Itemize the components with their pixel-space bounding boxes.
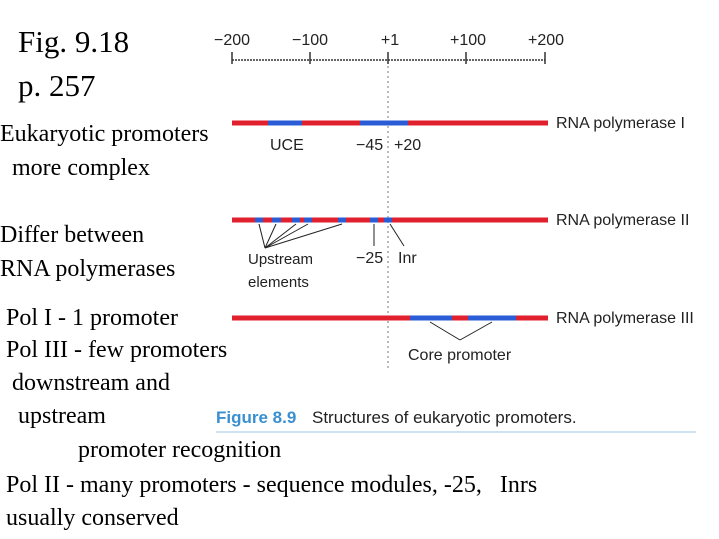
- pointer-line: [459, 321, 493, 341]
- track-rna-polymerase-1: RNA polymerase I UCE −45 +20: [232, 115, 685, 154]
- note-line: Differ between: [0, 222, 145, 248]
- track-rna-polymerase-3: RNA polymerase III Core promoter: [232, 310, 694, 364]
- note-line: more complex: [0, 155, 150, 181]
- caption-number: Figure 8.9: [216, 408, 296, 427]
- note-line: Pol I - 1 promoter: [6, 305, 178, 331]
- pointer-line: [258, 223, 266, 249]
- element-label: −25: [356, 250, 383, 267]
- element-label: −45: [356, 137, 383, 154]
- note-line: RNA polymerases: [0, 256, 176, 282]
- pointer-line: [264, 223, 309, 249]
- note-line: Pol II - many promoters - sequence modul…: [6, 472, 538, 498]
- note-line: usually conserved: [6, 505, 179, 531]
- caption-text: Structures of eukaryotic promoters.: [312, 408, 577, 427]
- element-label: Upstream: [248, 251, 313, 268]
- polymerase-label: RNA polymerase III: [556, 310, 694, 327]
- note-line: promoter recognition: [78, 437, 282, 463]
- track-rna-polymerase-2: RNA polymerase II Upstream elements −25 …: [232, 212, 689, 291]
- scale-tick-label: +200: [528, 32, 564, 49]
- pointer-line: [264, 223, 277, 249]
- element-label: elements: [248, 274, 309, 291]
- scale-tick-label: +100: [450, 32, 486, 49]
- element-label: +20: [394, 137, 421, 154]
- note-line: upstream: [6, 403, 106, 429]
- scale-tick-label: +1: [381, 32, 399, 49]
- pointer-line: [264, 223, 343, 249]
- figure-reference-line-1: Fig. 9.18: [18, 24, 130, 59]
- pointer-line: [389, 223, 405, 247]
- element-label: UCE: [270, 137, 304, 154]
- note-line: downstream and: [6, 370, 170, 396]
- pointer-line: [429, 321, 461, 341]
- scale-tick-label: −100: [292, 32, 328, 49]
- scale-tick-label: −200: [214, 32, 250, 49]
- pointer-line: [264, 223, 297, 249]
- note-line: Eukaryotic promoters: [0, 121, 209, 147]
- note-line: Pol III - few promoters: [6, 337, 228, 363]
- element-label: Inr: [398, 250, 417, 267]
- figure-caption: Figure 8.9 Structures of eukaryotic prom…: [216, 408, 696, 433]
- element-label: Core promoter: [408, 347, 512, 364]
- polymerase-label: RNA polymerase II: [556, 212, 689, 229]
- polymerase-label: RNA polymerase I: [556, 115, 685, 132]
- figure-reference-line-2: p. 257: [18, 68, 96, 103]
- position-scale: −200 −100 +1 +100 +200: [214, 32, 564, 64]
